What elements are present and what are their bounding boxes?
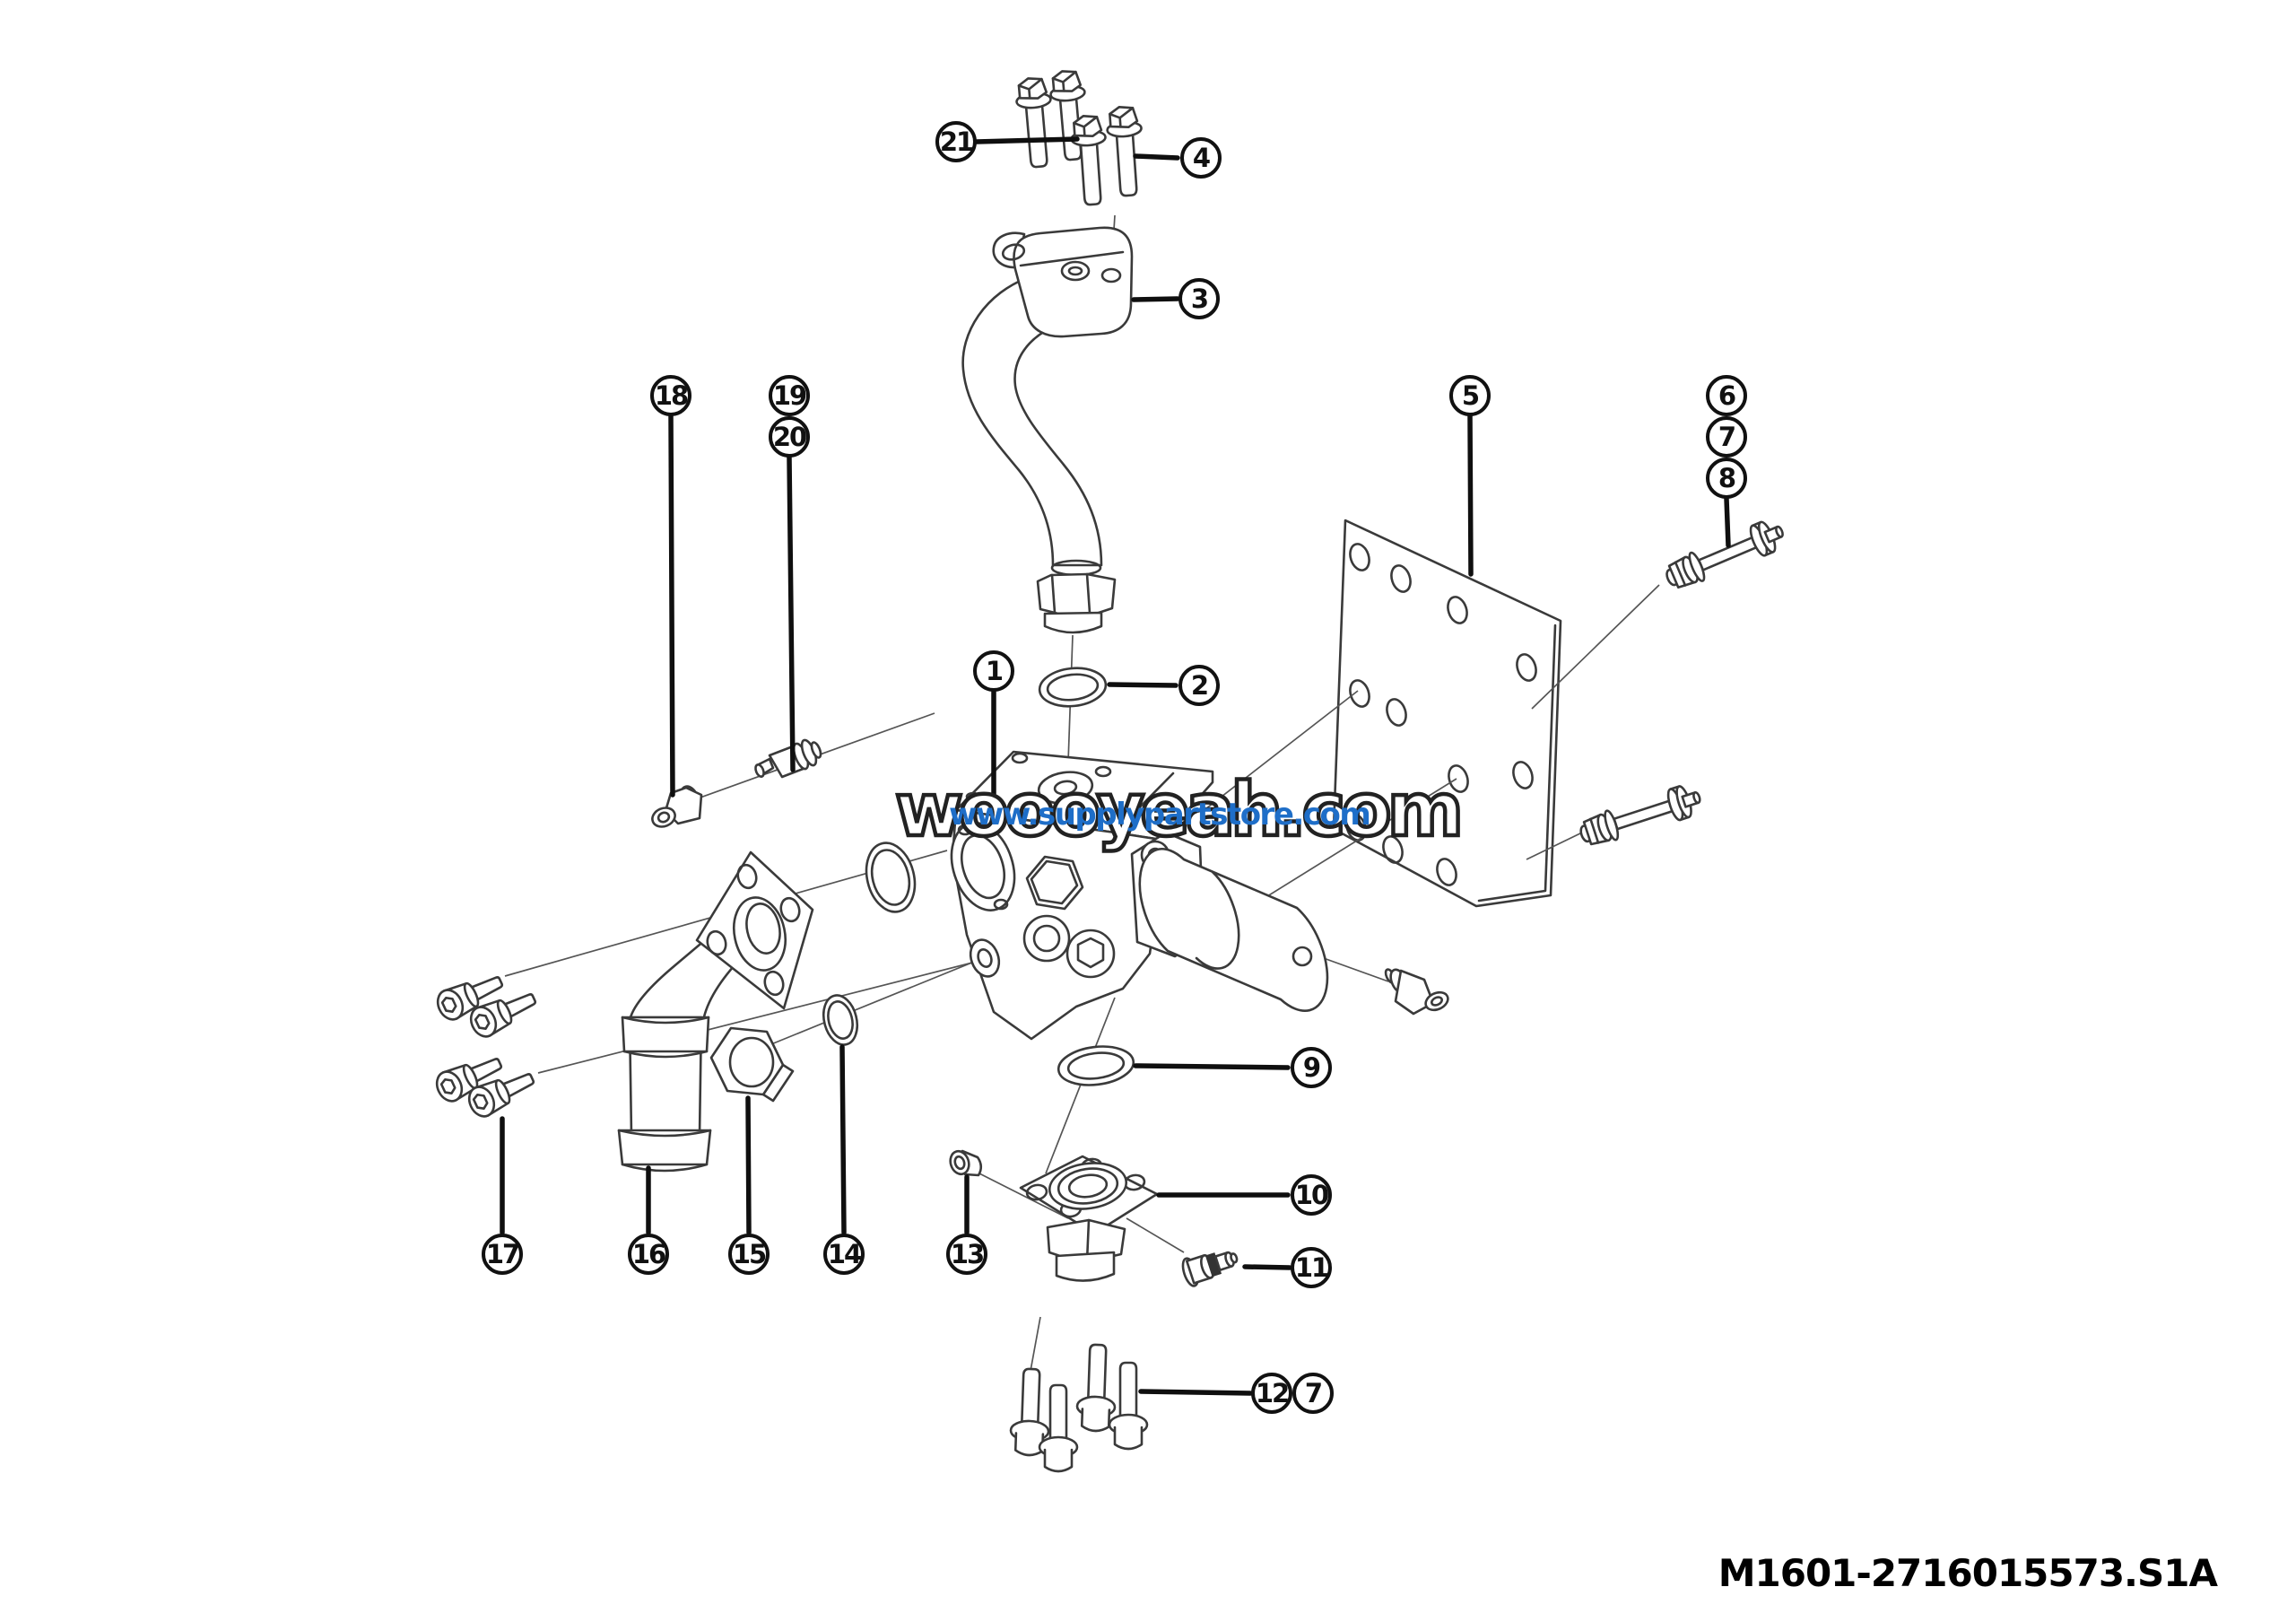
callout-2: 2 (1178, 665, 1220, 706)
mounting-plate (1332, 519, 1562, 908)
callout-1: 1 (973, 650, 1014, 692)
callout-8: 8 (1706, 458, 1747, 499)
o-ring-14 (822, 994, 859, 1046)
callout-5: 5 (1449, 375, 1491, 416)
callout-6: 6 (1706, 375, 1747, 416)
watermark-url-text: www.supplypartstore.com (949, 797, 1371, 833)
callout-16: 16 (628, 1234, 669, 1275)
callout-11: 11 (1291, 1247, 1332, 1288)
callout-7: 7 (1706, 416, 1747, 458)
callout-19: 19 (769, 375, 810, 416)
callout-20: 20 (769, 416, 810, 458)
valve-body (950, 750, 1214, 1041)
relief-cartridge (1130, 831, 1329, 1012)
callout-18: 18 (650, 375, 691, 416)
outlet-flange (1019, 1155, 1159, 1282)
straight-fitting-19-20 (754, 738, 822, 779)
curved-pipe (961, 226, 1134, 634)
sensor-plug (1181, 1251, 1239, 1287)
callout-17: 17 (482, 1234, 523, 1275)
callout-15: 15 (728, 1234, 770, 1275)
callout-13: 13 (946, 1234, 987, 1275)
o-ring-top (1038, 667, 1108, 708)
callout-9: 9 (1291, 1047, 1332, 1088)
hex-plug (709, 1026, 795, 1103)
drawing-code: M1601-2716015573.S1A (1718, 1551, 2218, 1595)
callout-12: 12 (1251, 1373, 1292, 1414)
drain-fitting (1384, 968, 1449, 1016)
callout-14: 14 (823, 1234, 865, 1275)
elbow-tube-assembly (617, 850, 814, 1173)
callout-4: 4 (1180, 137, 1222, 179)
socket-plug-13 (949, 1149, 983, 1177)
o-ring-flange (865, 842, 917, 913)
callout-7: 7 (1292, 1373, 1334, 1414)
callout-21: 21 (935, 121, 977, 162)
callout-10: 10 (1291, 1174, 1332, 1216)
o-ring-9 (1057, 1045, 1135, 1086)
watermark-outline-text: woooyeah.com (893, 766, 1466, 856)
callout-3: 3 (1178, 278, 1220, 319)
leader-lines (500, 136, 1731, 1396)
